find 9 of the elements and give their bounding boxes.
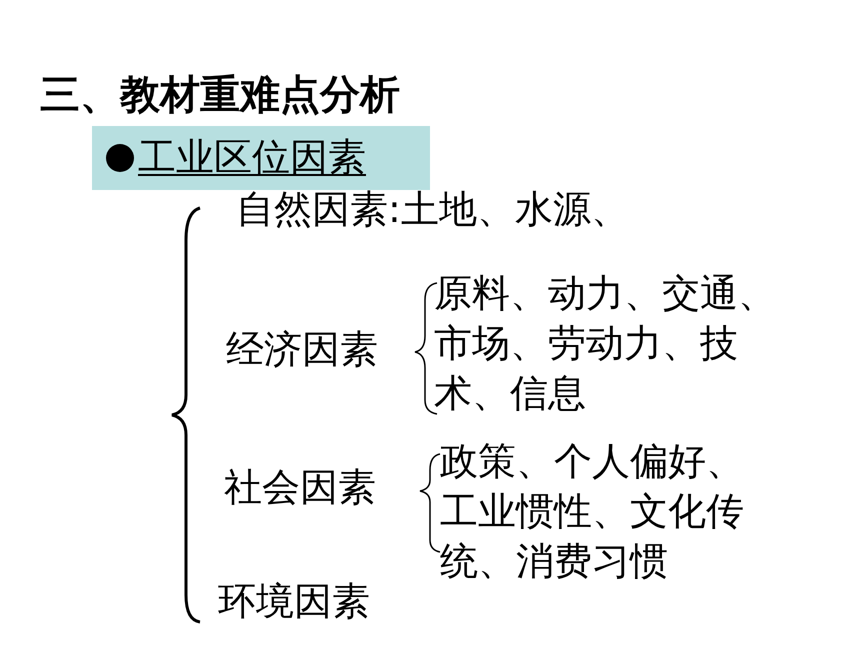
box-label: 工业区位因素 [138, 134, 366, 181]
factor-label: 经济因素 [226, 326, 379, 373]
factor-list: 原料、动力、交通、市场、劳动力、技术、信息 [434, 268, 806, 418]
heading: 三、教材重难点分析 [40, 71, 400, 120]
factor-label: 环境因素 [218, 578, 371, 625]
factor-list: 政策、个人偏好、工业惯性、文化传统、消费习惯 [440, 436, 770, 586]
factor-label: 自然因素:土地、水源、 [236, 186, 630, 233]
factor-label: 社会因素 [224, 464, 377, 511]
highlight-box [92, 126, 430, 190]
